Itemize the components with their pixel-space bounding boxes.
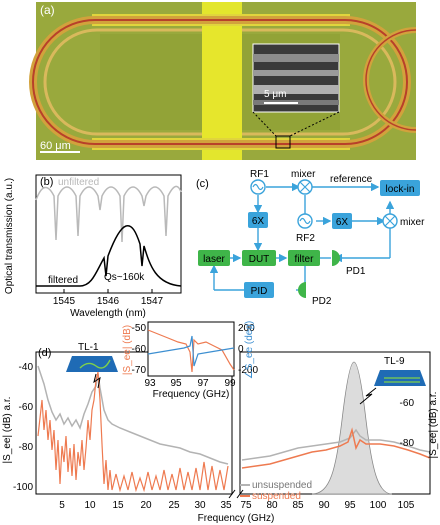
panel-b-label: (b) bbox=[40, 176, 53, 188]
inset-xtick-2: 95 bbox=[170, 378, 182, 389]
d-xtick-l3: 15 bbox=[112, 500, 124, 511]
d-ytick-r1: -60 bbox=[400, 398, 415, 409]
inset-xtick-3: 97 bbox=[197, 378, 209, 389]
panel-c-label: (c) bbox=[196, 178, 209, 190]
filtered-trace bbox=[36, 224, 182, 287]
lockin-label: lock-in bbox=[386, 184, 415, 195]
inset-xlabel: Frequency (GHz) bbox=[153, 389, 230, 400]
suspended-right-trace bbox=[241, 427, 431, 469]
legend-filtered: filtered bbox=[48, 275, 78, 286]
inset-ytick-l3: -70 bbox=[132, 365, 147, 376]
filter-label: filter bbox=[295, 254, 315, 265]
multiplier-right-box bbox=[332, 213, 352, 229]
laser-label: laser bbox=[203, 254, 225, 265]
d-xtick-l1: 5 bbox=[59, 500, 65, 511]
inset-phase-trace bbox=[147, 335, 235, 367]
d-xlabel: Frequency (GHz) bbox=[198, 513, 275, 524]
b-ylabel: Optical transmission (a.u.) bbox=[4, 178, 15, 294]
d-xtick-r1: 75 bbox=[240, 500, 252, 511]
d-xtick-r7: 105 bbox=[398, 500, 415, 511]
mixer-top-label: mixer bbox=[291, 169, 316, 180]
inset-phase-plot: -50 -60 -70 200 0 -200 93 95 97 99 Frequ… bbox=[122, 321, 258, 400]
panel-c-schematic: (c) RF1 mixer referen bbox=[196, 169, 425, 307]
inset-ylabel-left: |S_ee| (dB) bbox=[122, 325, 133, 375]
pd2-icon bbox=[298, 282, 306, 298]
reference-label: reference bbox=[330, 174, 373, 185]
d-ylabel-left: |S_ee| (dB) a.r. bbox=[2, 397, 13, 464]
b-xtick-2: 1546 bbox=[97, 296, 120, 307]
d-xtick-r3: 85 bbox=[292, 500, 304, 511]
suspended-left-trace bbox=[37, 371, 229, 493]
inset-xtick-4: 99 bbox=[224, 378, 236, 389]
panel-b-transmission-plot: (b) unfiltered filtered Qs~160k 1545 154… bbox=[4, 174, 182, 319]
pid-box bbox=[244, 282, 274, 298]
d-ylabel-right: |S_ee| (dB) a.r. bbox=[428, 392, 439, 459]
inset-ytick-l1: -50 bbox=[132, 323, 147, 334]
laser-box bbox=[198, 250, 230, 266]
q-annotation: Qs~160k bbox=[104, 272, 145, 283]
multiplier-left-label: 6X bbox=[252, 216, 265, 227]
inset-ytick-r2: 0 bbox=[238, 344, 244, 355]
legend-unfiltered: unfiltered bbox=[58, 177, 99, 188]
d-xtick-r4: 90 bbox=[318, 500, 330, 511]
d-xtick-r6: 100 bbox=[370, 500, 387, 511]
d-ytick-l3: -80 bbox=[19, 442, 34, 453]
inset-ylabel-right: ∠S_ee (deg) bbox=[244, 321, 255, 379]
tl1-label: TL-1 bbox=[78, 342, 99, 353]
b-xtick-3: 1547 bbox=[141, 296, 164, 307]
multiplier-left-box bbox=[248, 212, 268, 228]
inset-ytick-r3: -200 bbox=[238, 365, 258, 376]
d-ytick-l1: -40 bbox=[19, 362, 34, 373]
b-xlabel: Wavelength (nm) bbox=[70, 308, 146, 319]
rf1-label: RF1 bbox=[250, 169, 269, 180]
inset-xtick-1: 93 bbox=[144, 378, 156, 389]
d-xtick-l7: 35 bbox=[220, 500, 232, 511]
multiplier-right-label: 6X bbox=[336, 217, 349, 228]
pd1-label: PD1 bbox=[346, 266, 366, 277]
panel-d-label: (d) bbox=[38, 347, 51, 359]
panel-d-spectra: (d) TL-1 TL-9 -50 bbox=[2, 321, 439, 524]
pd2-label: PD2 bbox=[312, 296, 332, 307]
panel-a-micrograph: 5 μm 60 μm (a) bbox=[29, 2, 417, 160]
inset-ytick-r1: 200 bbox=[238, 323, 255, 334]
pid-label: PID bbox=[251, 286, 268, 297]
d-xtick-r2: 80 bbox=[266, 500, 278, 511]
mixer-right-label: mixer bbox=[400, 217, 425, 228]
d-ytick-l2: -60 bbox=[19, 402, 34, 413]
legend-unsuspended: unsuspended bbox=[252, 480, 312, 491]
d-ytick-r2: -80 bbox=[400, 438, 415, 449]
panel-a-label: (a) bbox=[40, 3, 55, 17]
dut-label: DUT bbox=[249, 254, 270, 265]
d-xtick-l2: 10 bbox=[84, 500, 96, 511]
lockin-box bbox=[380, 180, 420, 196]
main-scale-label: 60 μm bbox=[40, 140, 71, 152]
d-xtick-l4: 20 bbox=[140, 500, 152, 511]
d-xtick-r5: 95 bbox=[344, 500, 356, 511]
inset-ytick-l2: -60 bbox=[132, 344, 147, 355]
inset-scale-label: 5 μm bbox=[264, 89, 286, 100]
d-xtick-l6: 30 bbox=[194, 500, 206, 511]
unfiltered-trace bbox=[35, 185, 182, 243]
legend-suspended: suspended bbox=[252, 491, 301, 502]
dut-box bbox=[242, 250, 276, 266]
d-xtick-l5: 25 bbox=[168, 500, 180, 511]
rf2-label: RF2 bbox=[296, 233, 315, 244]
d-ytick-l4: -100 bbox=[13, 482, 33, 493]
pd1-icon bbox=[332, 250, 340, 266]
tl9-label: TL-9 bbox=[384, 356, 405, 367]
filter-box bbox=[288, 250, 320, 266]
b-xtick-1: 1545 bbox=[53, 296, 76, 307]
